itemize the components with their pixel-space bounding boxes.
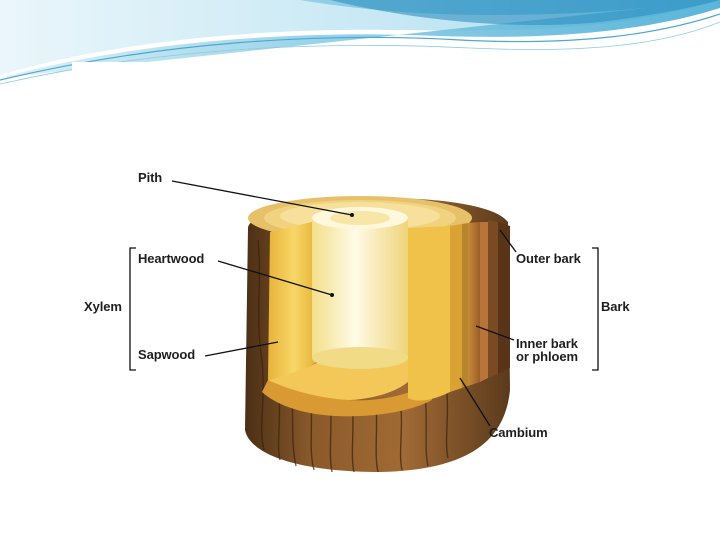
inner-bark-label-line2: or phloem <box>516 350 578 364</box>
heartwood-label: Heartwood <box>138 252 204 266</box>
pith-label: Pith <box>138 171 162 185</box>
bark-label: Bark <box>601 300 630 314</box>
xylem-label: Xylem <box>84 300 122 314</box>
inner-bark-phloem <box>468 222 488 386</box>
xylem-bracket <box>130 248 136 370</box>
outer-bark-slabs <box>488 220 510 378</box>
cambium-label: Cambium <box>489 426 548 440</box>
sapwood-slab-right <box>408 224 462 400</box>
outer-bark-label: Outer bark <box>516 252 581 266</box>
sapwood-label: Sapwood <box>138 348 195 362</box>
bark-bracket <box>592 248 598 370</box>
heartwood-cylinder <box>312 207 408 369</box>
cambium-layer <box>462 223 468 388</box>
